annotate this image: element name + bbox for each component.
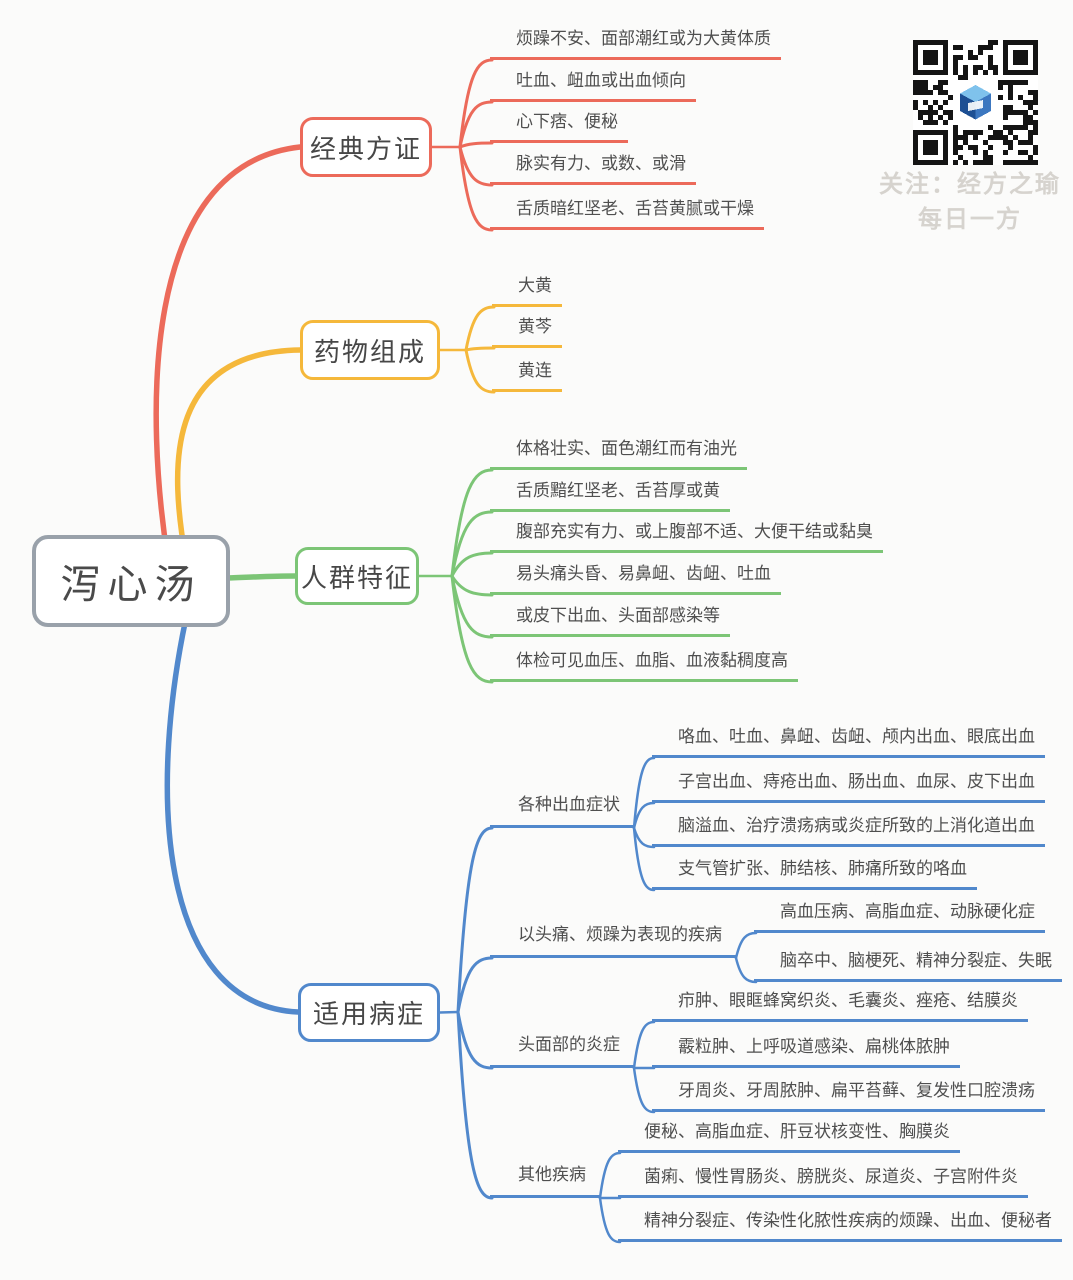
connector-line — [153, 144, 303, 563]
subbranch-label[interactable]: 其他疾病 — [490, 1163, 600, 1198]
leaf-label[interactable]: 体格壮实、面色潮红而有油光 — [490, 437, 747, 470]
leaf-label[interactable]: 支气管扩张、肺结核、肺痛所致的咯血 — [652, 857, 977, 890]
leaf-label[interactable]: 精神分裂症、传染性化脓性疾病的烦躁、出血、便秘者 — [618, 1209, 1062, 1242]
leaf-label[interactable]: 菌痢、慢性胃肠炎、膀胱炎、尿道炎、子宫附件炎 — [618, 1165, 1028, 1198]
connector-line — [450, 574, 494, 684]
leaf-label[interactable]: 黄芩 — [492, 315, 562, 348]
branch-node-3[interactable]: 人群特征 — [295, 547, 419, 605]
connector-line — [450, 468, 494, 578]
leaf-label[interactable]: 霰粒肿、上呼吸道感染、扁桃体脓肿 — [652, 1035, 960, 1068]
leaf-label[interactable]: 大黄 — [492, 274, 562, 307]
connector-line — [174, 347, 303, 563]
watermark-line1: 关注：经方之瑜 — [879, 171, 1061, 198]
leaf-label[interactable]: 咯血、吐血、鼻衄、齿衄、颅内出血、眼底出血 — [652, 725, 1045, 758]
connector-line — [632, 1066, 656, 1114]
connector-line — [464, 305, 496, 352]
root-node[interactable]: 泻心汤 — [32, 535, 230, 627]
leaf-label[interactable]: 舌质暗红坚老、舌苔黄腻或干燥 — [490, 197, 764, 230]
subbranch-label[interactable]: 头面部的炎症 — [490, 1033, 634, 1068]
connector-line — [734, 956, 758, 984]
connector-line — [598, 1151, 622, 1200]
leaf-label[interactable]: 易头痛头昏、易鼻衄、齿衄、吐血 — [490, 562, 781, 595]
connector-line — [632, 801, 656, 830]
subbranch-label[interactable]: 以头痛、烦躁为表现的疾病 — [490, 923, 736, 958]
watermark-line2: 每日一方 — [918, 206, 1022, 233]
leaf-label[interactable]: 脑溢血、治疗溃疡病或炎症所致的上消化道出血 — [652, 814, 1045, 847]
connector-line — [438, 1010, 460, 1014]
connector-line — [632, 1020, 656, 1070]
leaf-label[interactable]: 舌质黯红坚老、舌苔厚或黄 — [490, 479, 730, 512]
connector-line — [598, 1196, 622, 1244]
leaf-label[interactable]: 腹部充实有力、或上腹部不适、大便干结或黏臭 — [490, 520, 883, 553]
connector-line — [450, 510, 494, 578]
connector-line — [464, 346, 496, 352]
branch-node-2[interactable]: 药物组成 — [300, 320, 440, 380]
connector-line — [632, 826, 656, 892]
connector-line — [456, 956, 494, 1014]
cube-logo-icon — [955, 82, 996, 123]
root-label: 泻心汤 — [60, 563, 202, 607]
connector-line — [223, 573, 299, 581]
connector-line — [450, 551, 494, 578]
leaf-label[interactable]: 心下痞、便秘 — [490, 110, 628, 143]
subbranch-label[interactable]: 各种出血症状 — [490, 793, 634, 828]
connector-line — [458, 58, 494, 149]
leaf-label[interactable]: 疖肿、眼眶蜂窝织炎、毛囊炎、痤疮、结膜炎 — [652, 989, 1028, 1022]
connector-line — [458, 141, 494, 149]
qr-code-icon — [913, 40, 1038, 165]
leaf-label[interactable]: 便秘、高脂血症、肝豆状核变性、胸膜炎 — [618, 1120, 960, 1153]
leaf-label[interactable]: 黄连 — [492, 359, 562, 392]
connector-line — [632, 826, 656, 849]
branch-node-4[interactable]: 适用病症 — [298, 983, 440, 1042]
connector-line — [464, 348, 496, 394]
connector-line — [734, 931, 758, 960]
connector-line — [164, 597, 301, 1015]
connector-line — [450, 574, 494, 597]
connector-line — [458, 145, 494, 232]
branch-node-1[interactable]: 经典方证 — [300, 117, 432, 177]
connector-line — [632, 756, 656, 830]
leaf-label[interactable]: 烦躁不安、面部潮红或为大黄体质 — [490, 27, 781, 60]
connector-line — [456, 826, 494, 1014]
connector-line — [458, 100, 494, 149]
leaf-label[interactable]: 或皮下出血、头面部感染等 — [490, 604, 730, 637]
leaf-label[interactable]: 牙周炎、牙周脓肿、扁平苔藓、复发性口腔溃疡 — [652, 1079, 1045, 1112]
leaf-label[interactable]: 体检可见血压、血脂、血液黏稠度高 — [490, 649, 798, 682]
leaf-label[interactable]: 吐血、衄血或出血倾向 — [490, 69, 696, 102]
leaf-label[interactable]: 脑卒中、脑梗死、精神分裂症、失眠 — [754, 949, 1062, 982]
connector-line — [456, 1010, 494, 1070]
leaf-label[interactable]: 子宫出血、痔疮出血、肠出血、血尿、皮下出血 — [652, 770, 1045, 803]
leaf-label[interactable]: 高血压病、高脂血症、动脉硬化症 — [754, 900, 1045, 933]
connector-line — [456, 1010, 494, 1200]
leaf-label[interactable]: 脉实有力、或数、或滑 — [490, 152, 696, 185]
